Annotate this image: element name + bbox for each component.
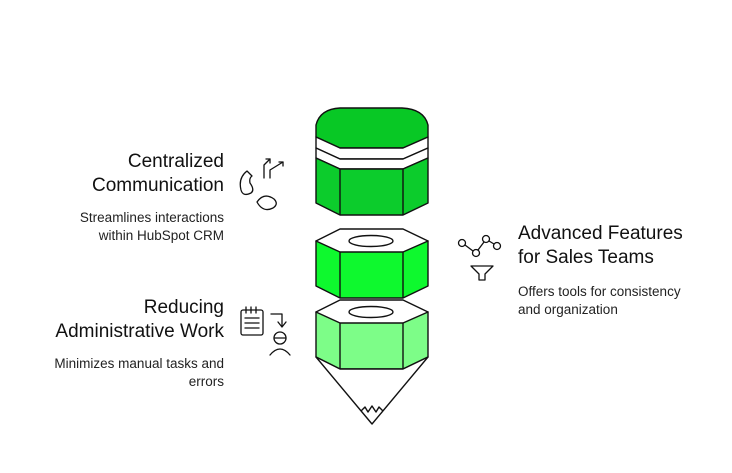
clipboard-person-icon	[240, 306, 291, 356]
reducing-desc-line-2: errors	[188, 374, 224, 389]
pencil-eraser-cap	[315, 107, 429, 149]
reducing-administrative-work-title: Reducing Administrative Work	[55, 296, 224, 344]
advanced-features-title: Advanced Features for Sales Teams	[518, 222, 683, 270]
reducing-desc-line-1: Minimizes manual tasks and	[54, 356, 224, 371]
pencil-tip	[315, 356, 429, 425]
advanced-desc-line-1: Offers tools for consistency	[518, 284, 681, 299]
reducing-title-line-1: Reducing	[143, 297, 224, 318]
reducing-title-line-2: Administrative Work	[55, 321, 224, 342]
reducing-administrative-work-description: Minimizes manual tasks and errors	[54, 355, 224, 391]
centralized-communication-title: Centralized Communication	[92, 150, 224, 198]
centralized-desc-line-2: within HubSpot CRM	[98, 228, 224, 243]
centralized-title-line-2: Communication	[92, 175, 224, 196]
centralized-communication-description: Streamlines interactions within HubSpot …	[80, 209, 224, 245]
pencil-segment-middle	[315, 228, 429, 299]
pencil-segment-top	[315, 157, 429, 216]
advanced-title-line-1: Advanced Features	[518, 223, 683, 244]
phone-arrows-icon	[239, 158, 284, 211]
network-funnel-icon	[457, 234, 502, 281]
advanced-title-line-2: for Sales Teams	[518, 247, 654, 268]
advanced-features-description: Offers tools for consistency and organiz…	[518, 283, 681, 319]
centralized-title-line-1: Centralized	[127, 151, 224, 172]
pencil-segment-bottom	[315, 299, 429, 370]
centralized-desc-line-1: Streamlines interactions	[79, 210, 224, 225]
advanced-desc-line-2: and organization	[518, 302, 618, 317]
